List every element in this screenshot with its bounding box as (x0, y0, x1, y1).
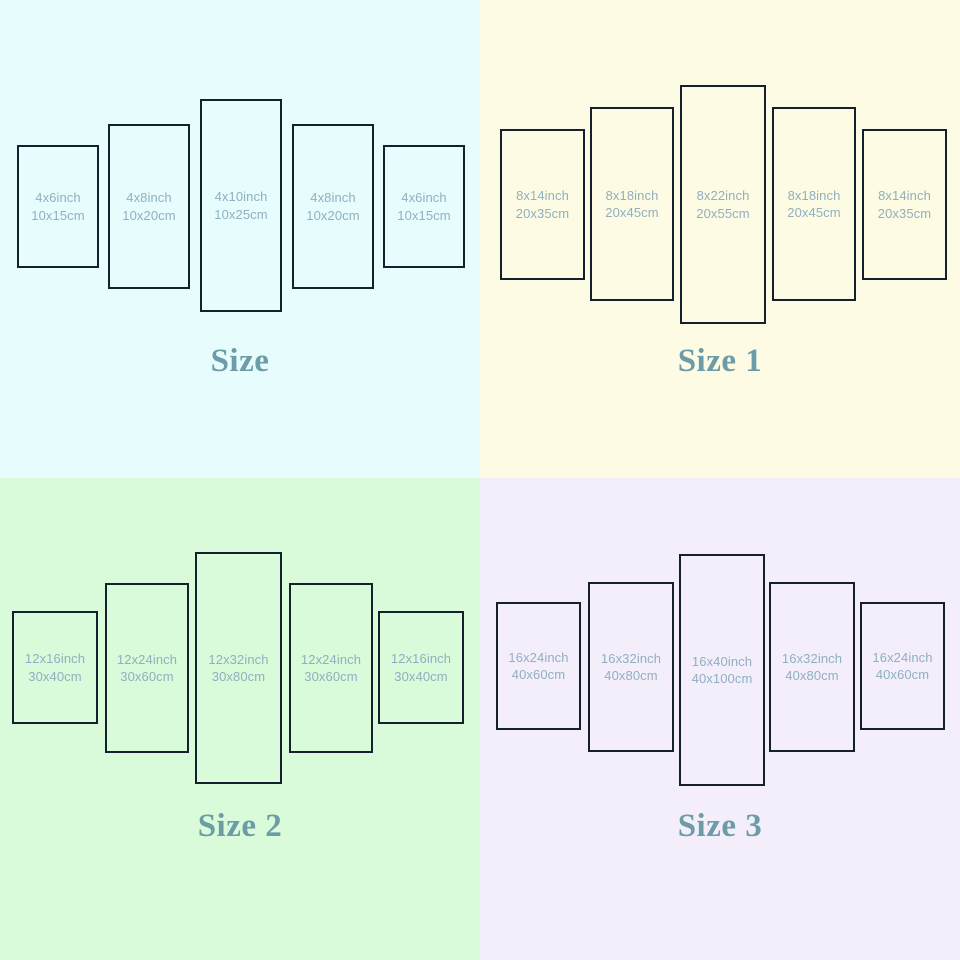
panel-size-2-5[interactable]: 12x16inch 30x40cm (378, 611, 464, 724)
panel-size-1-4-label: 8x18inch 20x45cm (787, 187, 840, 221)
panel-size-1-5-cm: 20x35cm (877, 205, 932, 221)
panel-size-1-3-cm: 20x55cm (696, 205, 750, 221)
panel-size-1-5-inch: 8x14inch (878, 188, 931, 204)
panel-size-1-inch: 4x6inch (35, 190, 81, 206)
panel-group-size-1: 8x14inch 20x35cm 8x18inch 20x45cm 8x22in… (480, 0, 960, 340)
panel-size-1-2-inch: 8x18inch (605, 187, 659, 203)
panel-size-2-1-inch: 12x16inch (24, 651, 86, 667)
quadrant-size-1: 8x14inch 20x35cm 8x18inch 20x45cm 8x22in… (480, 0, 960, 478)
panel-size-1-2-cm: 20x45cm (605, 205, 659, 220)
panel-size-3-1-inch: 16x24inch (508, 649, 569, 665)
panel-size-1-3-label: 8x22inch 20x55cm (696, 187, 749, 221)
panel-group-size-2: 12x16inch 30x40cm 12x24inch 30x60cm 12x3… (0, 478, 480, 818)
panel-size-2[interactable]: 4x8inch 10x20cm (108, 124, 190, 289)
panel-size-1[interactable]: 4x6inch 10x15cm (17, 145, 99, 268)
panel-size-1-5-label: 8x14inch 20x35cm (878, 187, 931, 221)
panel-size-5[interactable]: 4x6inch 10x15cm (383, 145, 465, 268)
quadrant-size-3: 16x24inch 40x60cm 16x32inch 40x80cm 16x4… (480, 478, 960, 960)
panel-size-1-2-label: 8x18inch 20x45cm (605, 187, 658, 221)
quadrant-title-size-1: Size 1 (677, 343, 763, 379)
panel-size-2-2[interactable]: 12x24inch 30x60cm (105, 583, 189, 753)
panel-size-2-4-inch: 12x24inch (300, 651, 362, 667)
panel-size-1-label: 4x6inch 10x15cm (31, 189, 84, 223)
panel-size-2-5-label: 12x16inch 30x40cm (391, 650, 451, 684)
panel-size-3-3-label: 16x40inch 40x100cm (692, 653, 753, 687)
panel-size-3-2-cm: 40x80cm (604, 668, 658, 683)
panel-size-2-cm: 10x20cm (122, 207, 176, 223)
panel-size-2-4-cm: 30x60cm (304, 669, 358, 684)
panel-size-3-4-inch: 16x32inch (781, 650, 843, 666)
panel-size-3-5-cm: 40x60cm (875, 667, 930, 682)
quadrant-title-size-2: Size 2 (197, 808, 283, 844)
panel-size-4-inch: 4x8inch (310, 190, 356, 206)
panel-size-4[interactable]: 4x8inch 10x20cm (292, 124, 374, 289)
panel-size-5-inch: 4x6inch (401, 190, 447, 206)
panel-size-2-label: 4x8inch 10x20cm (122, 189, 175, 223)
panel-size-1-3-inch: 8x22inch (696, 188, 750, 204)
panel-size-5-label: 4x6inch 10x15cm (397, 189, 450, 223)
panel-size-2-2-cm: 30x60cm (120, 669, 174, 684)
panel-size-2-3-label: 12x32inch 30x80cm (208, 651, 268, 685)
quadrant-title-size: Size (210, 343, 270, 379)
panel-size-1-1-inch: 8x14inch (516, 188, 569, 204)
panel-size-1-3[interactable]: 8x22inch 20x55cm (680, 85, 766, 324)
panel-size-4-label: 4x8inch 10x20cm (306, 189, 359, 223)
panel-size-2-3-cm: 30x80cm (211, 669, 266, 684)
panel-size-3-5[interactable]: 16x24inch 40x60cm (860, 602, 945, 730)
panel-size-3-1-cm: 40x60cm (511, 667, 566, 682)
panel-size-3-3-cm: 40x100cm (691, 671, 753, 686)
panel-group-size-3: 16x24inch 40x60cm 16x32inch 40x80cm 16x4… (480, 478, 960, 818)
panel-size-3-5-inch: 16x24inch (872, 649, 933, 665)
panel-size-3-1-label: 16x24inch 40x60cm (508, 649, 568, 683)
panel-size-2-2-label: 12x24inch 30x60cm (117, 651, 177, 685)
panel-size-3-3-inch: 16x40inch (691, 653, 753, 669)
panel-size-2-2-inch: 12x24inch (116, 651, 178, 667)
panel-size-4-cm: 10x20cm (306, 207, 360, 223)
panel-size-1-cm: 10x15cm (31, 207, 85, 223)
panel-size-2-5-cm: 30x40cm (394, 668, 448, 684)
panel-size-1-1-cm: 20x35cm (515, 205, 570, 221)
panel-size-1-4-cm: 20x45cm (787, 205, 841, 220)
panel-size-1-1-label: 8x14inch 20x35cm (516, 187, 569, 221)
panel-size-3-5-label: 16x24inch 40x60cm (872, 649, 932, 683)
panel-size-3-1[interactable]: 16x24inch 40x60cm (496, 602, 581, 730)
quadrant-size: 4x6inch 10x15cm 4x8inch 10x20cm 4x10inch… (0, 0, 480, 478)
panel-group-size: 4x6inch 10x15cm 4x8inch 10x20cm 4x10inch… (0, 0, 480, 340)
panel-size-3-3[interactable]: 16x40inch 40x100cm (679, 554, 765, 786)
panel-size-3-2-inch: 16x32inch (600, 650, 662, 666)
quadrant-size-2: 12x16inch 30x40cm 12x24inch 30x60cm 12x3… (0, 478, 480, 960)
panel-size-2-3-inch: 12x32inch (208, 651, 269, 667)
panel-size-2-1[interactable]: 12x16inch 30x40cm (12, 611, 98, 724)
panel-size-3-4-cm: 40x80cm (785, 668, 839, 683)
panel-size-3[interactable]: 4x10inch 10x25cm (200, 99, 282, 312)
panel-size-1-1[interactable]: 8x14inch 20x35cm (500, 129, 585, 280)
panel-size-3-4-label: 16x32inch 40x80cm (782, 650, 842, 684)
panel-size-2-5-inch: 12x16inch (390, 651, 452, 667)
panel-size-2-4[interactable]: 12x24inch 30x60cm (289, 583, 373, 753)
panel-size-3-2[interactable]: 16x32inch 40x80cm (588, 582, 674, 752)
panel-size-3-label: 4x10inch 10x25cm (214, 188, 267, 222)
panel-size-3-2-label: 16x32inch 40x80cm (601, 650, 661, 684)
panel-size-2-3[interactable]: 12x32inch 30x80cm (195, 552, 282, 784)
panel-size-1-5[interactable]: 8x14inch 20x35cm (862, 129, 947, 280)
panel-size-2-1-cm: 30x40cm (28, 668, 82, 684)
panel-size-1-2[interactable]: 8x18inch 20x45cm (590, 107, 674, 301)
panel-size-3-4[interactable]: 16x32inch 40x80cm (769, 582, 855, 752)
panel-size-3-inch: 4x10inch (214, 189, 268, 205)
quadrant-title-size-3: Size 3 (677, 808, 763, 844)
panel-size-2-inch: 4x8inch (126, 190, 172, 206)
panel-size-2-4-label: 12x24inch 30x60cm (301, 651, 361, 685)
panel-size-1-4[interactable]: 8x18inch 20x45cm (772, 107, 856, 301)
panel-size-3-cm: 10x25cm (214, 206, 268, 222)
panel-size-5-cm: 10x15cm (397, 207, 451, 223)
panel-size-1-4-inch: 8x18inch (787, 187, 841, 203)
panel-size-2-1-label: 12x16inch 30x40cm (25, 650, 85, 684)
